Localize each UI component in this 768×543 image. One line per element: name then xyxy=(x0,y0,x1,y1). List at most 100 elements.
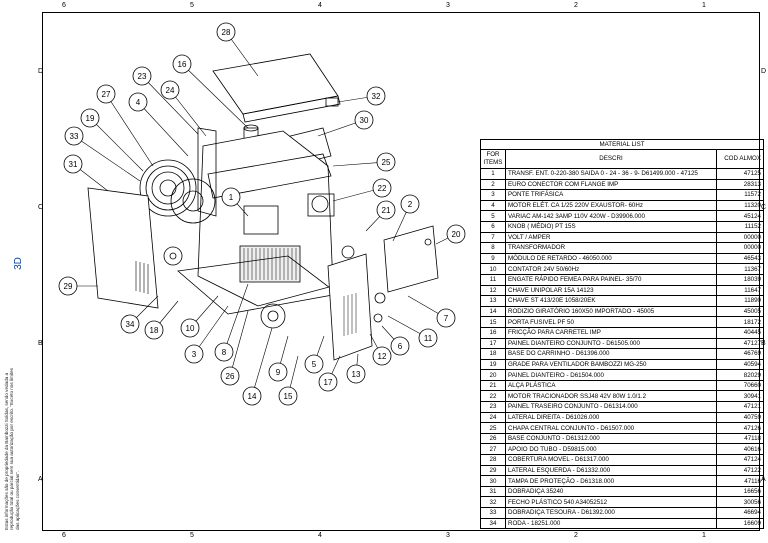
callout-bubble xyxy=(278,386,298,406)
item-description: TAMPA DE PROTEÇÃO - D61318.000 xyxy=(505,475,717,487)
item-number: 9 xyxy=(480,252,506,265)
item-number: 16 xyxy=(480,326,506,339)
callout-leader xyxy=(141,75,199,135)
item-description: MOTOR ELÉT. CA 1/25 220V EXAUSTOR- 60Hz xyxy=(505,199,717,212)
callout-leader xyxy=(137,101,189,157)
callout-number: 32 xyxy=(372,92,381,101)
callout-number: 8 xyxy=(222,348,227,357)
item-number: 13 xyxy=(480,295,506,307)
item-number: 18 xyxy=(480,348,506,360)
item-number: 25 xyxy=(480,422,506,434)
item-number: 30 xyxy=(480,475,506,487)
callout-bubble xyxy=(354,110,374,130)
callout-number: 16 xyxy=(178,60,187,69)
callout-number: 19 xyxy=(86,114,95,123)
item-code: 11890 xyxy=(716,295,764,307)
item-number: 8 xyxy=(480,242,506,254)
item-description: LATERAL DIREITA - D61026.000 xyxy=(505,411,717,424)
callout-number: 20 xyxy=(452,230,461,239)
callout-number: 12 xyxy=(378,352,387,361)
zone-label: 6 xyxy=(62,2,66,9)
item-description: PORTA FUSIVEL PF 50 xyxy=(505,316,717,328)
callout-number: 14 xyxy=(248,392,257,401)
item-description: VARIAC AM-142 3AMP 110V 420W - D39906.00… xyxy=(505,210,717,222)
item-code: 40616 xyxy=(716,443,764,456)
callout-number: 11 xyxy=(424,334,433,343)
item-description: CHAPA CENTRAL CONJUNTO - D61507.000 xyxy=(505,422,717,434)
item-description: ALÇA PLÁSTICA xyxy=(505,379,717,392)
item-number: 10 xyxy=(480,263,506,275)
callout-leader xyxy=(223,283,249,353)
item-description: TRANSF. ENT. 0-220-380 SAIDA 0 - 24 - 36… xyxy=(505,168,717,180)
item-description: RODIZIO GIRATÓRIO 160X50 IMPORTADO - 450… xyxy=(505,305,717,318)
item-number: 17 xyxy=(480,337,506,350)
item-code: 47116 xyxy=(716,475,764,487)
item-code: 47122 xyxy=(716,464,764,477)
callout-number: 9 xyxy=(276,368,281,377)
callout-bubble xyxy=(242,386,262,406)
item-code: 46694 xyxy=(716,507,764,519)
item-code: 40594 xyxy=(716,358,764,371)
header-description: DESCRI xyxy=(505,149,717,169)
callout-bubble xyxy=(132,66,152,86)
item-code: 47118 xyxy=(716,432,764,445)
item-description: KNOB ( MÉDIO) PT 15S xyxy=(505,220,717,233)
callout-number: 7 xyxy=(444,314,449,323)
item-code: 11367 xyxy=(716,263,764,275)
item-code: 11320 xyxy=(716,199,764,212)
item-code: 47121 xyxy=(716,401,764,413)
item-code: 00000 xyxy=(716,231,764,244)
item-number: 22 xyxy=(480,390,506,403)
callout-bubble xyxy=(376,152,396,172)
item-description: BASE CONJUNTO - D61312.000 xyxy=(505,432,717,445)
item-number: 29 xyxy=(480,464,506,477)
callout-number: 18 xyxy=(150,326,159,335)
callout-number: 1 xyxy=(229,193,234,202)
item-description: DOBRADIÇA TESOURA - D61392.000 xyxy=(505,507,717,519)
front-panel xyxy=(327,253,373,361)
zone-label: 4 xyxy=(318,532,322,539)
callout-bubble xyxy=(436,308,456,328)
callout-bubble xyxy=(268,362,288,382)
zone-label: 3 xyxy=(446,532,450,539)
item-code: 11152 xyxy=(716,220,764,233)
callout-leader xyxy=(89,117,144,172)
item-code: 70660 xyxy=(716,379,764,392)
callout-number: 5 xyxy=(312,360,317,369)
item-code: 40445 xyxy=(716,326,764,339)
callout-bubble xyxy=(63,154,83,174)
view-label: 3D xyxy=(12,257,24,270)
zone-label: 2 xyxy=(574,532,578,539)
item-description: GRADE PARA VENTILADOR BAMBOZZI MG-250 xyxy=(505,358,717,371)
item-number: 24 xyxy=(480,411,506,424)
callout-number: 34 xyxy=(126,320,135,329)
item-code: 11647 xyxy=(716,284,764,297)
callout-leader xyxy=(229,310,249,377)
callout-number: 4 xyxy=(136,98,141,107)
item-number: 14 xyxy=(480,305,506,318)
item-code: 16609 xyxy=(716,517,764,530)
item-description: CHAVE UNIPOLAR 15A 14123 xyxy=(505,284,717,297)
item-code: 40759 xyxy=(716,411,764,424)
callout-number: 28 xyxy=(222,28,231,37)
item-number: 15 xyxy=(480,316,506,328)
callout-number: 26 xyxy=(226,372,235,381)
